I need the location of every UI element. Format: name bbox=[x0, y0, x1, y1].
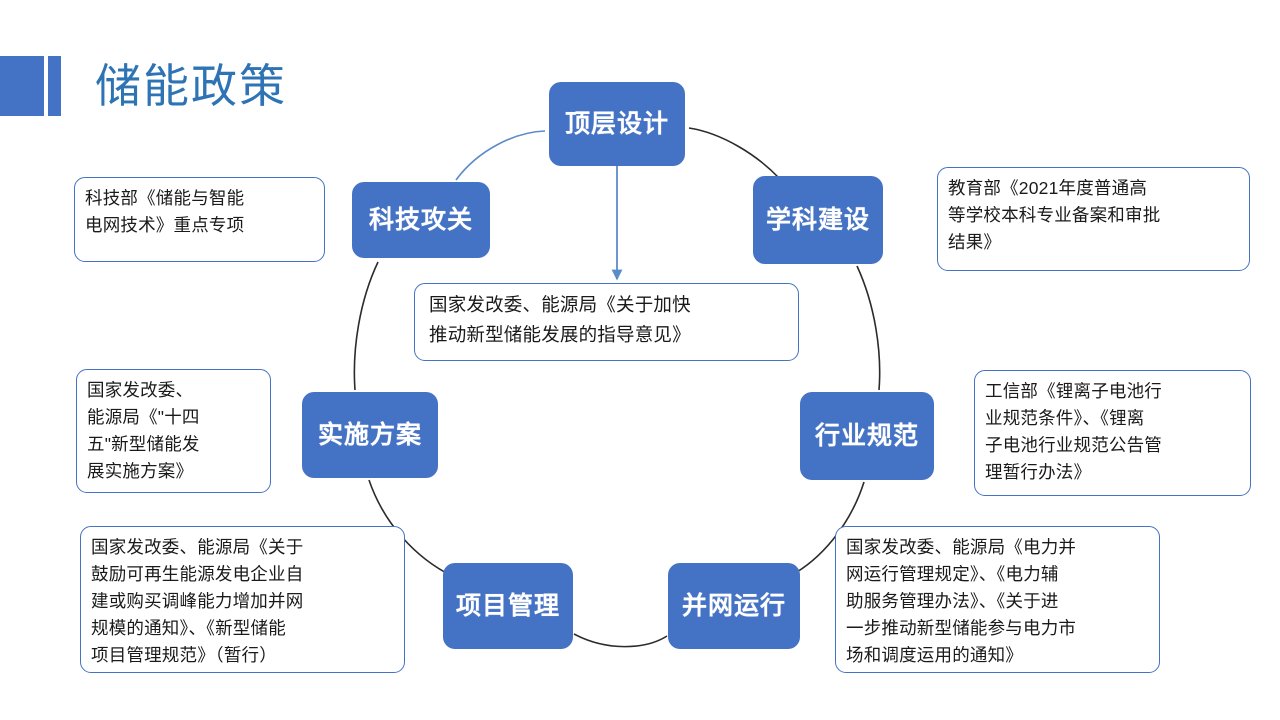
logo-block-wide bbox=[0, 56, 44, 116]
node-industry-standards[interactable]: 行业规范 bbox=[800, 392, 934, 480]
callout-line: 科技部《储能与智能 bbox=[85, 188, 245, 208]
callout-industry-standards: 工信部《锂离子电池行 业规范条件》、《锂离 子电池行业规范公告管 理暂行办法》 bbox=[974, 370, 1251, 496]
callout-line: 教育部《2021年度普通高 bbox=[948, 178, 1148, 198]
node-implementation-plan[interactable]: 实施方案 bbox=[302, 392, 438, 478]
page-title: 储能政策 bbox=[95, 60, 287, 112]
header: 储能政策 bbox=[0, 47, 420, 125]
callout-line: 国家发改委、 bbox=[87, 380, 194, 400]
callout-line: 结果》 bbox=[948, 232, 1002, 252]
callout-project-management: 国家发改委、能源局《关于 鼓励可再生能源发电企业自 建或购买调峰能力增加并网 规… bbox=[80, 526, 405, 673]
callout-line: 电网技术》重点专项 bbox=[85, 215, 245, 235]
callout-line: 一步推动新型储能参与电力市 bbox=[846, 618, 1077, 638]
callout-line: 助服务管理办法》、《关于进 bbox=[846, 591, 1059, 611]
callout-line: 国家发改委、能源局《关于 bbox=[91, 537, 304, 557]
node-technology-breakthrough[interactable]: 科技攻关 bbox=[352, 182, 490, 258]
arc-discipline-to-industry bbox=[856, 265, 881, 391]
arc-tech-to-plan bbox=[353, 261, 379, 391]
callout-line: 鼓励可再生能源发电企业自 bbox=[91, 564, 304, 584]
node-project-management[interactable]: 项目管理 bbox=[443, 563, 573, 649]
logo-block-narrow bbox=[48, 56, 61, 116]
arc-top-to-discipline bbox=[688, 127, 780, 179]
callout-line: 规模的通知》、《新型储能 bbox=[91, 618, 286, 638]
arc-top-to-tech bbox=[455, 130, 546, 181]
callout-line: 国家发改委、能源局《关于加快 bbox=[429, 294, 691, 315]
callout-line: 网运行管理规定》、《电力辅 bbox=[846, 564, 1059, 584]
callout-implementation-plan: 国家发改委、 能源局《"十四 五"新型储能发 展实施方案》 bbox=[76, 369, 271, 493]
callout-line: 子电池行业规范公告管 bbox=[985, 435, 1162, 455]
callout-line: 项目管理规范》（暂行） bbox=[91, 645, 277, 665]
callout-technology-breakthrough: 科技部《储能与智能 电网技术》重点专项 bbox=[74, 177, 325, 262]
callout-line: 场和调度运用的通知》 bbox=[846, 645, 1023, 665]
callout-top-level-design: 国家发改委、能源局《关于加快 推动新型储能发展的指导意见》 bbox=[414, 283, 799, 361]
callout-line: 业规范条件》、《锂离 bbox=[985, 408, 1145, 428]
callout-line: 能源局《"十四 bbox=[87, 407, 200, 427]
node-grid-connection-operation[interactable]: 并网运行 bbox=[668, 563, 800, 649]
callout-grid-connection-operation: 国家发改委、能源局《电力并 网运行管理规定》、《电力辅 助服务管理办法》、《关于… bbox=[835, 526, 1160, 673]
callout-line: 五"新型储能发 bbox=[87, 434, 200, 454]
node-top-level-design[interactable]: 顶层设计 bbox=[549, 82, 685, 166]
callout-line: 工信部《锂离子电池行 bbox=[985, 381, 1162, 401]
callout-line: 展实施方案》 bbox=[87, 461, 194, 481]
callout-line: 推动新型储能发展的指导意见》 bbox=[429, 324, 691, 345]
callout-line: 建或购买调峰能力增加并网 bbox=[91, 591, 304, 611]
callout-line: 理暂行办法》 bbox=[985, 462, 1092, 482]
callout-line: 等学校本科专业备案和审批 bbox=[948, 205, 1161, 225]
node-discipline-construction[interactable]: 学科建设 bbox=[753, 176, 883, 264]
callout-discipline-construction: 教育部《2021年度普通高 等学校本科专业备案和审批 结果》 bbox=[937, 167, 1250, 271]
callout-line: 国家发改委、能源局《电力并 bbox=[846, 537, 1077, 557]
arc-project-to-grid bbox=[573, 633, 668, 648]
